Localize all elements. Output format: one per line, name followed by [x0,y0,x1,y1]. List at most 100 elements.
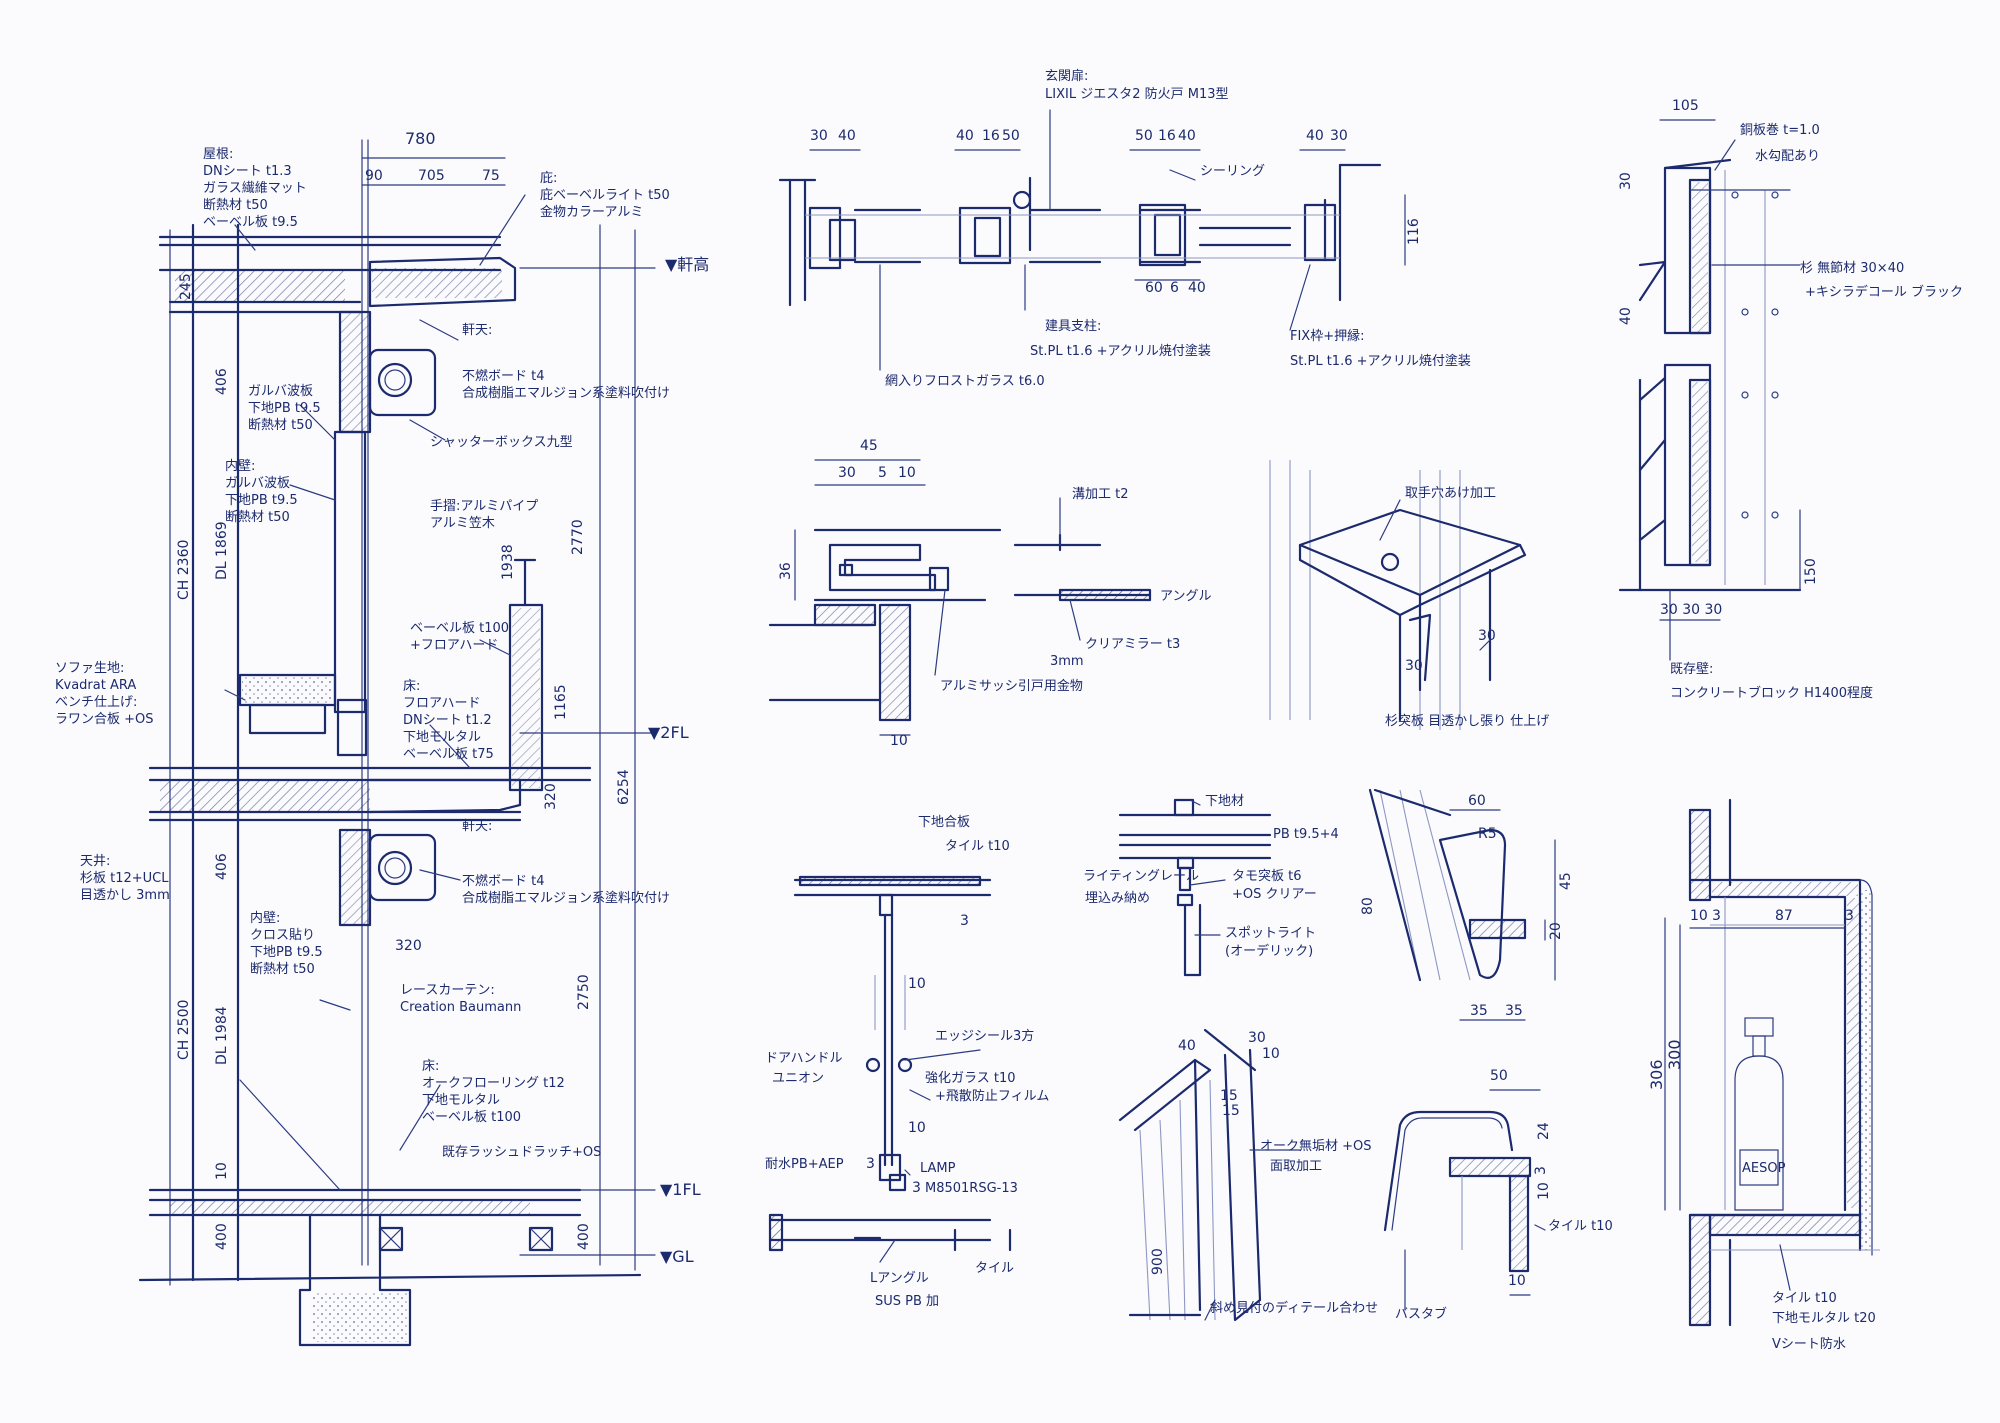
handrail-note-1: 手摺:アルミパイプ [430,499,538,514]
parapet-note-2: +フロアハード [410,638,498,653]
door-dim-8: 40 [1178,128,1196,144]
light-note-4: 埋込み納め [1085,891,1150,906]
niche-dim-3b: 3 [1845,908,1854,924]
dim-6254: 6254 [616,769,632,805]
dim-245: 245 [178,273,194,300]
hook-dim-80: 80 [1360,897,1376,915]
fence-detail [1618,119,1802,661]
door-dim-3: 40 [956,128,974,144]
bathtub-labels: 50 24 3 10 10 タイル t10 バスタブ [1395,1068,1613,1322]
door-dim-9: 40 [1306,128,1324,144]
shelf-dim-2: 30 [1405,658,1423,674]
fence-note-b1: 杉 無節材 30×40 [1800,261,1904,276]
floor1-note-2: オークフローリング t12 [422,1076,565,1091]
gd-note-8: 耐水PB+AEP [765,1157,844,1172]
gd-note-6: 強化ガラス t10 [925,1071,1016,1086]
bath-dim-50: 50 [1490,1068,1508,1084]
win-dim-45: 45 [860,438,878,454]
inner-wall2-note-2: クロス貼り [250,928,315,943]
eave-ceiling-note-2: 不燃ボード t4 [462,368,545,384]
sofa-note-4: ラワン合板 +OS [55,712,154,727]
wall-section-labels: 屋根: DNシート t1.3 ガラス繊維マット 断熱材 t50 ベーベル板 t9… [55,129,709,1266]
win-note-3mm: 3mm [1050,654,1084,669]
door-dim-mid-2: 6 [1170,280,1179,296]
glass-door-detail [768,875,1012,1263]
level-1fl: ▼1FL [660,1180,701,1199]
eave-note-2: 庇ベーベルライト t50 [540,188,670,203]
dim-top-c: 75 [482,168,500,184]
dim-400b: 400 [576,1223,592,1250]
corner-dim-15b: 15 [1222,1103,1240,1119]
fence-dim-40: 40 [1618,307,1634,325]
dim-top-a: 90 [365,168,383,184]
corner-dim-10: 10 [1262,1046,1280,1062]
corner-note-1: オーク無垢材 +OS [1260,1139,1372,1154]
eave-ceiling-note-b1: 軒天: [462,819,492,834]
inner-wall2-note-4: 断熱材 t50 [250,962,315,977]
door-dim-7: 16 [1158,128,1176,144]
door-dim-2: 40 [838,128,856,144]
niche-note-3: Vシート防水 [1772,1336,1846,1352]
outer-wall-note-3: 断熱材 t50 [248,418,313,433]
eave-note-1: 庇: [540,171,557,186]
lighting-rail-labels: 下地材 PB t9.5+4 ライティングレール 埋込み納め タモ突板 t6 +O… [1083,794,1339,959]
inner-wall-note-1: 内壁: [225,458,255,474]
win-dim-10: 10 [898,465,916,481]
roof-note-1: 屋根: [203,147,233,162]
floor2-note-2: フロアハード [403,696,480,711]
win-dim-36: 36 [778,562,794,580]
gd-note-3: エッジシール3方 [935,1028,1034,1044]
niche-dim-3a: 3 [1712,908,1721,924]
light-note-7: スポットライト [1225,926,1316,941]
gd-dim-5: 3 [912,1180,921,1196]
dim-dl1984: DL 1984 [214,1006,230,1065]
hook-detail [1368,788,1556,1021]
mullion-note-1: 建具支柱: [1045,319,1101,334]
light-note-2: PB t9.5+4 [1273,827,1339,842]
win-dim-5: 5 [878,465,887,481]
gd-note-13: タイル [975,1261,1014,1276]
gd-note-12: SUS PB 加 [875,1294,939,1309]
bath-dim-24: 24 [1536,1122,1552,1140]
win-dim-10b: 10 [890,733,908,749]
eave-ceiling-note-1: 軒天: [462,323,492,338]
niche-dim-306: 306 [1647,1059,1666,1090]
inner-wall-note-4: 断熱材 t50 [225,510,290,525]
hook-dim-20: 20 [1548,922,1564,940]
gd-note-9: LAMP [920,1161,956,1176]
sill-note: 既存ラッシュドラッチ+OS [442,1145,601,1160]
glass-note: 網入りフロストガラス t6.0 [885,374,1045,389]
dim-2770: 2770 [570,519,586,555]
corner-trim-labels: 40 30 10 15 15 900 オーク無垢材 +OS 面取加工 斜め見付の… [1150,1030,1378,1316]
level-eave: ▼軒高 [665,255,709,274]
outer-wall-note-2: 下地PB t9.5 [248,401,321,416]
eave-ceiling-note-b2: 不燃ボード t4 [462,873,545,889]
fence-dim-top: 105 [1672,98,1699,114]
door-dim-10: 30 [1330,128,1348,144]
dim-320: 320 [543,783,559,810]
niche-detail [1664,798,1880,1327]
dim-320b: 320 [395,938,422,954]
door-dim-4: 16 [982,128,1000,144]
shelf-note-bottom: 杉突板 目透かし張り 仕上げ [1385,713,1549,729]
roof-note-3: ガラス繊維マット [203,180,307,196]
corner-dim-15a: 15 [1220,1088,1238,1104]
roof-note-5: ベーベル板 t9.5 [203,215,298,230]
dim-406a: 406 [214,368,230,395]
glass-door-labels: 下地合板 タイル t10 エッジシール3方 ドアハンドル ユニオン 強化ガラス … [765,815,1049,1309]
lighting-rail-detail [1118,798,1272,977]
fence-note-c1: 既存壁: [1670,662,1713,677]
floor1-note-1: 床: [422,1059,439,1074]
shelf-iso-labels: 取手穴あけ加工 杉突板 目透かし張り 仕上げ 30 30 [1385,486,1549,729]
floor2-note-5: ベーベル板 t75 [403,747,494,762]
gd-dim-1: 3 [960,913,969,929]
dim-10: 10 [214,1162,230,1180]
dim-406b: 406 [214,853,230,880]
win-note-angle: アングル [1160,589,1211,604]
fence-note-b2: +キシラデコール ブラック [1805,284,1963,300]
gd-note-10: M8501RSG-13 [925,1181,1018,1196]
door-title-1: 玄関扉: [1045,68,1088,84]
dim-ch2500: CH 2500 [176,1000,192,1060]
window-detail-labels: 45 30 5 10 36 10 溝加工 t2 アングル アルミサッシ引戸用金物… [778,438,1211,749]
